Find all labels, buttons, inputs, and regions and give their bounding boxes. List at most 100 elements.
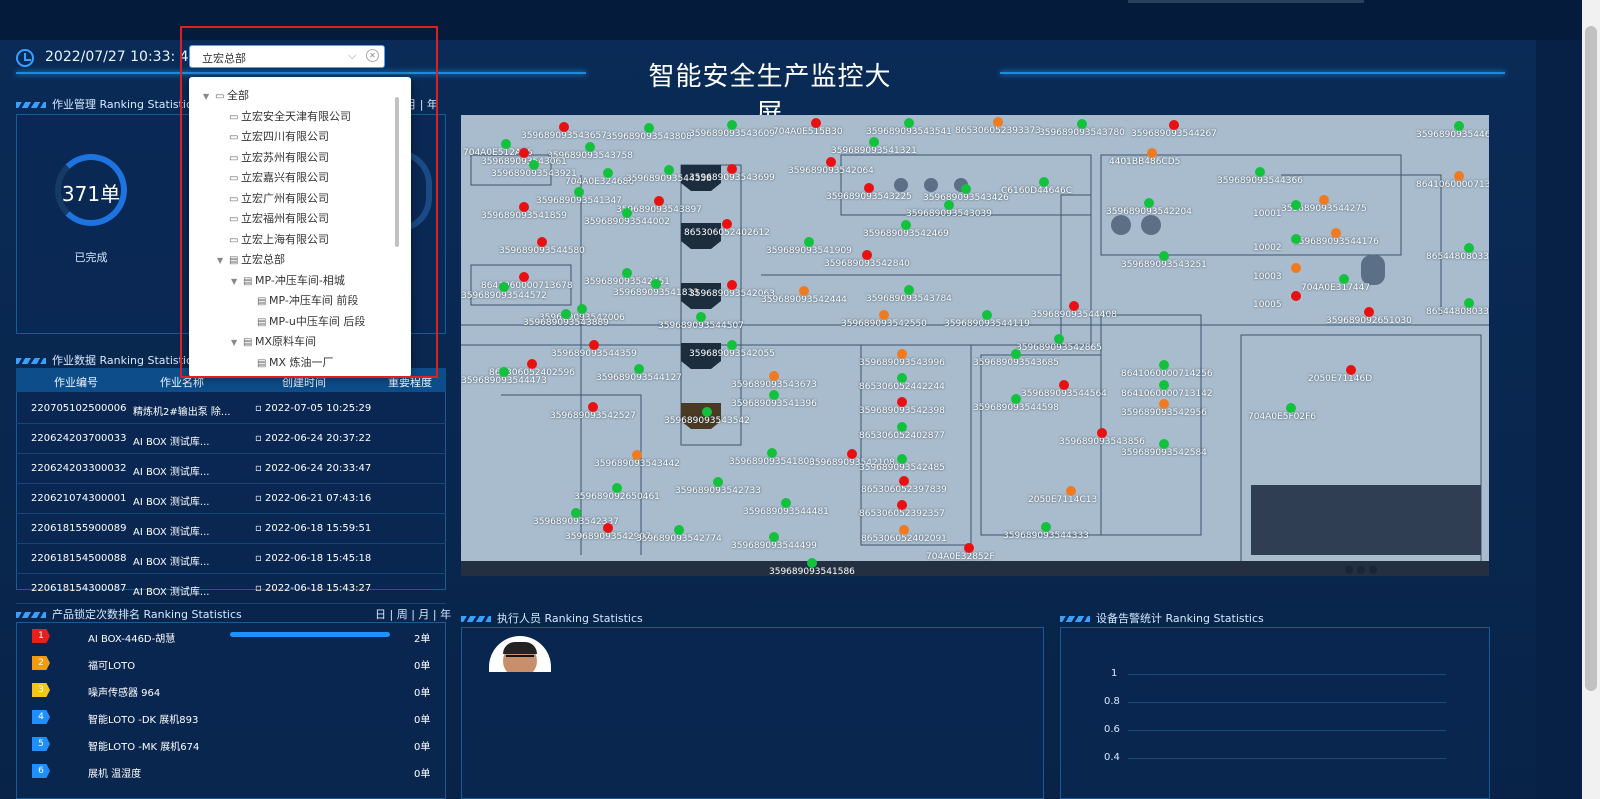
device-label[interactable]: 359689093542064: [788, 166, 874, 176]
tree-item[interactable]: ▭立宏嘉兴有限公司: [217, 169, 329, 189]
device-label[interactable]: 359689093541800: [729, 457, 815, 467]
device-label[interactable]: 865306052402596: [489, 368, 575, 378]
page-scrollbar[interactable]: [1582, 0, 1600, 799]
device-label[interactable]: 359689093544580: [499, 246, 585, 256]
device-status-dot[interactable]: [904, 118, 914, 128]
device-label[interactable]: 865306052402612: [684, 228, 770, 238]
device-label[interactable]: 704A0E512A86: [463, 148, 533, 158]
device-status-dot[interactable]: [499, 367, 509, 377]
table-row[interactable]: [16, 453, 446, 484]
device-status-dot[interactable]: [1454, 121, 1464, 131]
device-label[interactable]: 359689093542956: [1121, 408, 1207, 418]
device-label[interactable]: 359689093543039: [906, 209, 992, 219]
device-label[interactable]: 2050E71146D: [1308, 374, 1373, 384]
table-row[interactable]: [16, 513, 446, 544]
org-tree-dropdown[interactable]: ▼▭全部▭立宏安全天津有限公司▭立宏四川有限公司▭立宏苏州有限公司▭立宏嘉兴有限…: [189, 77, 411, 377]
device-status-dot[interactable]: [529, 160, 539, 170]
device-label[interactable]: 8641060000713678: [481, 281, 573, 291]
device-status-dot[interactable]: [612, 483, 622, 493]
device-status-dot[interactable]: [727, 120, 737, 130]
device-label[interactable]: 8641060000713621: [1416, 180, 1489, 190]
device-status-dot[interactable]: [1011, 349, 1021, 359]
device-label[interactable]: 359689093544176: [1293, 237, 1379, 247]
device-label[interactable]: 865306052393373: [955, 126, 1041, 136]
org-select[interactable]: 立宏总部 ⌵ ✕: [189, 45, 385, 68]
device-label[interactable]: 359689093542469: [863, 229, 949, 239]
device-status-dot[interactable]: [1159, 439, 1169, 449]
tree-item[interactable]: ▼▭全部: [203, 87, 249, 107]
device-status-dot[interactable]: [571, 508, 581, 518]
device-label[interactable]: 359689093544564: [1021, 389, 1107, 399]
device-label[interactable]: 2050E7114C13: [1028, 495, 1098, 505]
device-label[interactable]: 359689093544359: [551, 349, 637, 359]
device-status-dot[interactable]: [1097, 428, 1107, 438]
device-status-dot[interactable]: [897, 397, 907, 407]
device-status-dot[interactable]: [1291, 200, 1301, 210]
device-status-dot[interactable]: [961, 184, 971, 194]
device-label[interactable]: 359689093542451: [584, 277, 670, 287]
table-row[interactable]: [16, 573, 446, 604]
device-status-dot[interactable]: [799, 286, 809, 296]
device-label[interactable]: 359689093543225: [826, 192, 912, 202]
device-label[interactable]: 359689093544649: [1416, 130, 1489, 140]
device-label[interactable]: 865306052402091: [861, 534, 947, 544]
device-status-dot[interactable]: [1346, 365, 1356, 375]
device-status-dot[interactable]: [585, 142, 595, 152]
device-label[interactable]: 359689093544598: [973, 403, 1059, 413]
device-status-dot[interactable]: [847, 449, 857, 459]
process-flow-diagram[interactable]: 704A0E512A86 359689093543657 3596890935438…: [461, 115, 1489, 576]
device-label[interactable]: 359689093543061: [481, 157, 567, 167]
device-status-dot[interactable]: [499, 282, 509, 292]
device-label[interactable]: 10001: [1253, 209, 1282, 219]
device-status-dot[interactable]: [1169, 120, 1179, 130]
device-label[interactable]: 359689093541909: [766, 246, 852, 256]
device-status-dot[interactable]: [864, 183, 874, 193]
device-status-dot[interactable]: [862, 250, 872, 260]
device-status-dot[interactable]: [869, 137, 879, 147]
device-status-dot[interactable]: [899, 525, 909, 535]
device-status-dot[interactable]: [1454, 171, 1464, 181]
device-status-dot[interactable]: [634, 364, 644, 374]
device-label[interactable]: 359689093542907: [565, 532, 651, 542]
device-status-dot[interactable]: [769, 371, 779, 381]
device-status-dot[interactable]: [1291, 234, 1301, 244]
device-label[interactable]: 704A0E5F02F6: [1248, 412, 1317, 422]
device-status-dot[interactable]: [519, 202, 529, 212]
device-label[interactable]: 359689093544358: [626, 174, 712, 184]
device-label[interactable]: 359689093543897: [616, 205, 702, 215]
tree-item[interactable]: ▭立宏苏州有限公司: [217, 149, 329, 169]
device-status-dot[interactable]: [1159, 251, 1169, 261]
device-label[interactable]: 359689093541586: [769, 567, 855, 576]
device-label[interactable]: 865306052392357: [859, 509, 945, 519]
tree-item[interactable]: ▤MP-u中压车间 后段: [245, 313, 365, 333]
device-label[interactable]: 704A0E317447: [1301, 283, 1371, 293]
device-label[interactable]: 359689093543673: [731, 380, 817, 390]
device-status-dot[interactable]: [1069, 301, 1079, 311]
device-label[interactable]: 359689093544002: [584, 217, 670, 227]
tree-item[interactable]: ▤MP-冲压车间 前段: [245, 292, 358, 312]
device-label[interactable]: 359689093543657: [521, 131, 607, 141]
tree-item[interactable]: ▼▤MX原料车间: [231, 333, 316, 353]
device-status-dot[interactable]: [1059, 380, 1069, 390]
device-label[interactable]: 359689093544267: [1131, 129, 1217, 139]
device-label[interactable]: 359689093543699: [689, 173, 775, 183]
device-label[interactable]: 359689093541833: [613, 288, 699, 298]
device-label[interactable]: 359689093543856: [1059, 437, 1145, 447]
device-label[interactable]: 704A0E515B30: [773, 127, 843, 137]
table-row[interactable]: [16, 483, 446, 514]
device-label[interactable]: 359689093542865: [1016, 343, 1102, 353]
device-status-dot[interactable]: [1319, 195, 1329, 205]
device-status-dot[interactable]: [561, 309, 571, 319]
device-label[interactable]: 704A0E324686: [565, 177, 635, 187]
device-status-dot[interactable]: [574, 187, 584, 197]
device-status-dot[interactable]: [899, 476, 909, 486]
device-label[interactable]: 359689093541859: [481, 211, 567, 221]
device-label[interactable]: 359689093543542: [664, 416, 750, 426]
device-status-dot[interactable]: [767, 448, 777, 458]
device-status-dot[interactable]: [588, 402, 598, 412]
device-label[interactable]: 359689093543784: [866, 294, 952, 304]
tree-item[interactable]: ▼▤立宏总部: [217, 251, 285, 271]
device-label[interactable]: 359689093542485: [859, 463, 945, 473]
tree-item[interactable]: ▭立宏四川有限公司: [217, 128, 329, 148]
device-status-dot[interactable]: [1291, 291, 1301, 301]
